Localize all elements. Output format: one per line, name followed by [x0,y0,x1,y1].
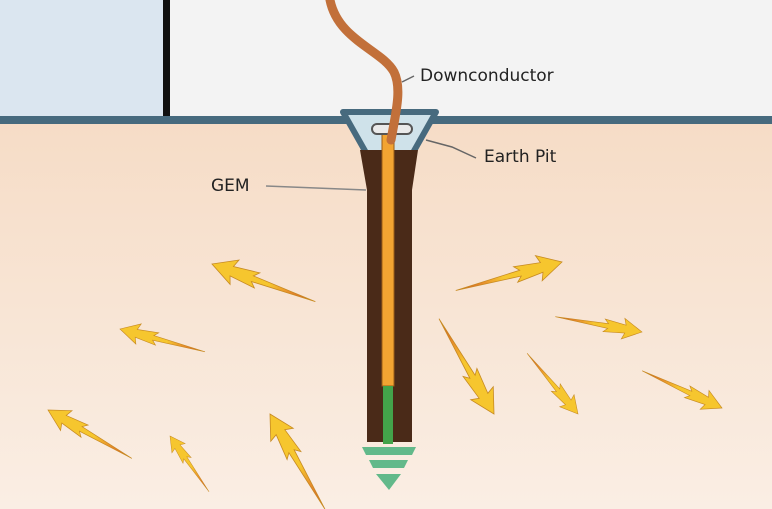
ground-symbol-icon [362,447,416,490]
gem-leader [265,185,367,191]
earth-pit-label: Earth Pit [484,147,557,167]
lightning-zigzag-arrow-icon [455,255,563,291]
lightning-zigzag-arrow-icon [642,370,723,410]
building-wall [163,0,772,118]
lightning-zigzag-arrow-icon [526,353,579,415]
lightning-zigzag-arrow-icon [555,316,643,340]
earth-pit-leader [425,139,477,159]
energy-arrows [47,255,723,509]
lightning-zigzag-arrow-icon [47,409,133,459]
lightning-zigzag-arrow-icon [119,323,206,353]
downconductor-leader [401,75,415,83]
earth-rod-tip [383,386,393,444]
building-edge [163,0,170,118]
downconductor-label: Downconductor [420,66,554,86]
lightning-zigzag-arrow-icon [169,435,210,493]
gem-label: GEM [211,176,250,196]
sky-window [0,0,163,118]
downconductor-cable [325,0,403,145]
lightning-zigzag-arrow-icon [438,318,495,415]
lightning-zigzag-arrow-icon [269,413,326,509]
lightning-zigzag-arrow-icon [211,259,316,303]
earth-rod [381,123,395,387]
